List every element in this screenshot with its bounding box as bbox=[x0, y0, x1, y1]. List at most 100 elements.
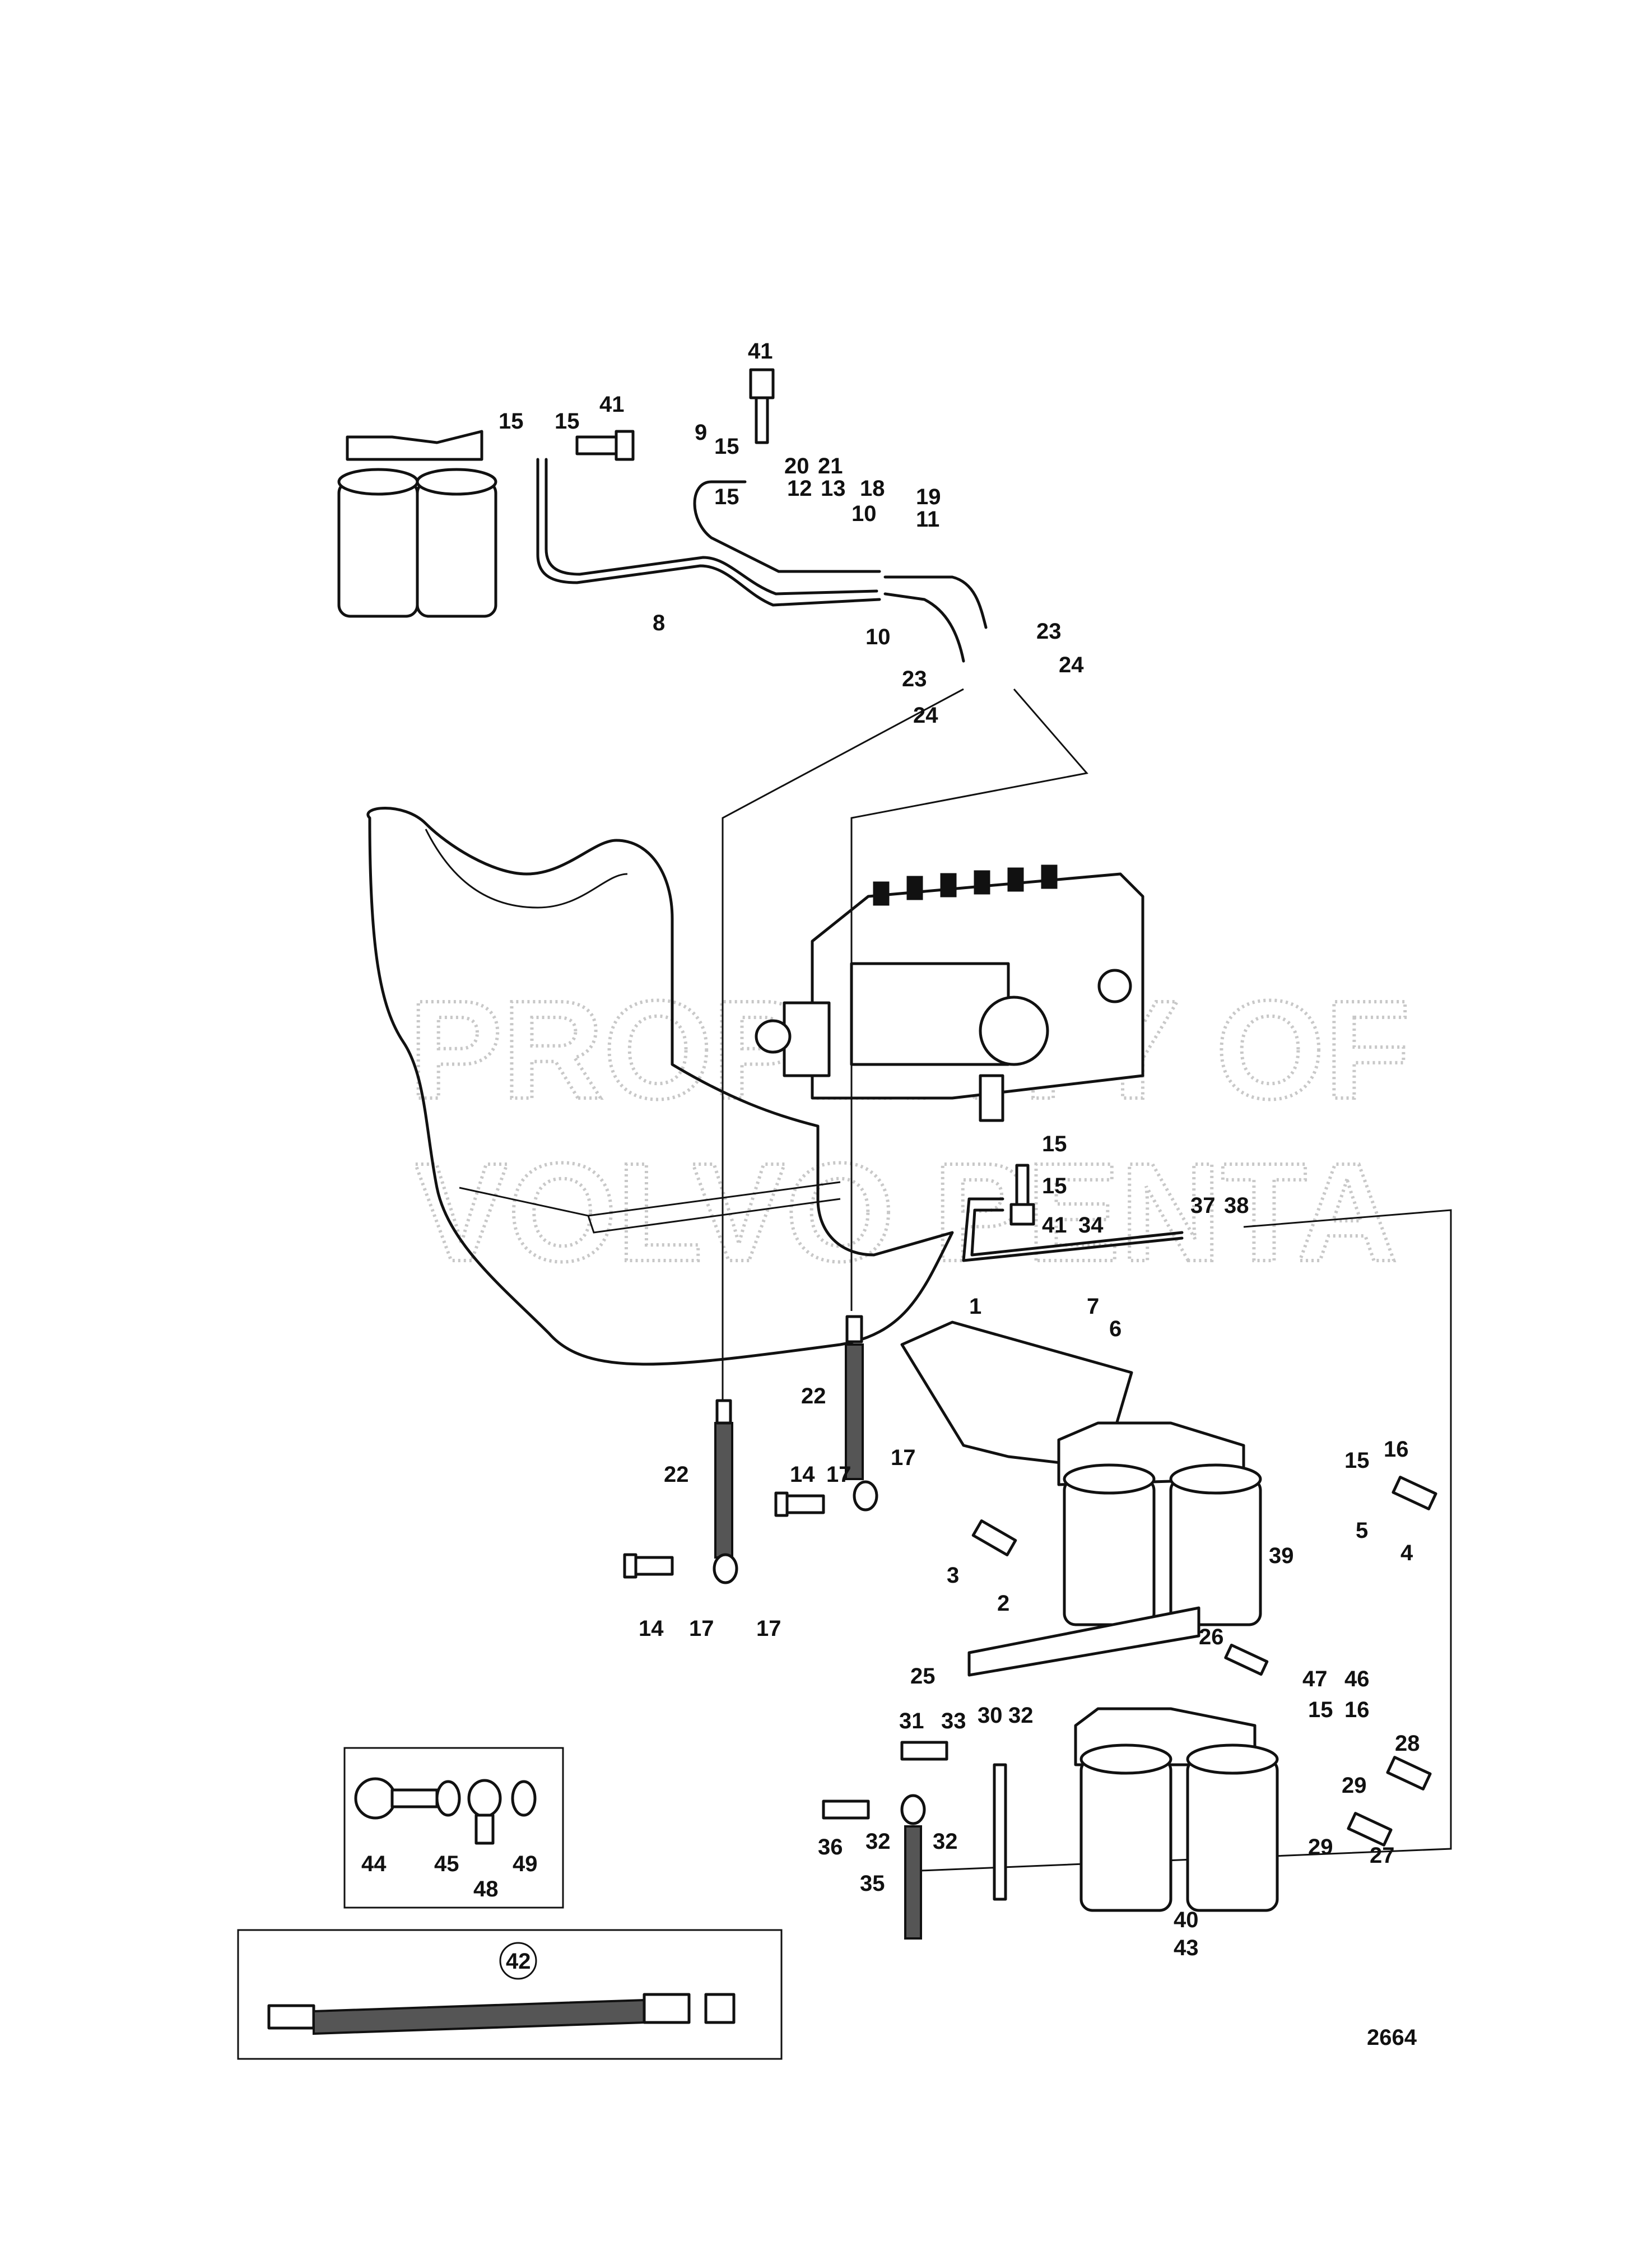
callout-41: 41 bbox=[599, 392, 625, 417]
callout-33: 33 bbox=[941, 1709, 966, 1733]
callout-47: 47 bbox=[1302, 1667, 1328, 1691]
callout-11: 11 bbox=[916, 507, 939, 532]
engine-base-line bbox=[459, 1181, 841, 1234]
bolt-27 bbox=[1347, 1812, 1393, 1847]
return-pipe-34-parallel bbox=[970, 1208, 1184, 1257]
callout-24: 24 bbox=[913, 703, 938, 728]
callout-3: 3 bbox=[947, 1563, 959, 1588]
leader-line-left bbox=[722, 688, 964, 1417]
callout-2: 2 bbox=[997, 1591, 1009, 1616]
engine-block-inner-line bbox=[425, 829, 628, 909]
callout-15: 15 bbox=[499, 409, 524, 434]
return-pipe-34 bbox=[962, 1197, 1184, 1262]
callout-29: 29 bbox=[1308, 1835, 1333, 1859]
callout-10: 10 bbox=[865, 625, 891, 649]
callout-16: 16 bbox=[1384, 1437, 1409, 1462]
callout-18: 18 bbox=[860, 476, 885, 501]
banjo-bolt-14-lower bbox=[623, 1553, 674, 1579]
callout-labels: 41 15 15 41 9 15 15 20 21 12 13 18 10 19… bbox=[361, 339, 1420, 2050]
callout-15: 15 bbox=[1042, 1132, 1067, 1156]
callout-16: 16 bbox=[1344, 1698, 1370, 1722]
banjo-bolt-14-upper bbox=[774, 1491, 825, 1517]
callout-17: 17 bbox=[689, 1616, 714, 1641]
callout-22: 22 bbox=[801, 1384, 826, 1408]
callout-6: 6 bbox=[1109, 1317, 1122, 1341]
callout-43: 43 bbox=[1174, 1936, 1199, 1960]
hose-22-mid bbox=[845, 1315, 878, 1512]
fuel-pipe-8 bbox=[536, 458, 881, 607]
callout-32: 32 bbox=[1008, 1703, 1034, 1728]
callout-13: 13 bbox=[821, 476, 846, 501]
callout-34: 34 bbox=[1078, 1213, 1104, 1238]
inset-box-banjo-kit bbox=[343, 1747, 564, 1909]
callout-21: 21 bbox=[818, 454, 843, 478]
callout-27: 27 bbox=[1370, 1843, 1395, 1868]
callout-26: 26 bbox=[1199, 1625, 1224, 1649]
callout-4: 4 bbox=[1400, 1541, 1413, 1565]
bolt-41-bottom bbox=[1009, 1164, 1035, 1226]
callout-46: 46 bbox=[1344, 1667, 1370, 1691]
callout-23: 23 bbox=[1036, 619, 1062, 644]
lower-fuel-filter bbox=[967, 1606, 1279, 1912]
bolt-2 bbox=[971, 1519, 1017, 1556]
callout-15: 15 bbox=[1042, 1174, 1067, 1198]
bolt-41-top bbox=[749, 368, 775, 444]
callout-14: 14 bbox=[639, 1616, 664, 1641]
callout-19: 19 bbox=[916, 485, 941, 509]
callout-32: 32 bbox=[933, 1829, 958, 1854]
callout-44: 44 bbox=[361, 1852, 387, 1876]
bolt-36 bbox=[822, 1799, 870, 1820]
fuel-pipe-9 bbox=[693, 480, 881, 573]
callout-17: 17 bbox=[756, 1616, 781, 1641]
upper-fuel-filter bbox=[337, 430, 497, 618]
bolt-41-left bbox=[575, 430, 635, 461]
callout-17: 17 bbox=[826, 1462, 851, 1487]
pump-injector-nipples bbox=[873, 864, 1058, 906]
callout-25: 25 bbox=[910, 1664, 936, 1689]
callout-39: 39 bbox=[1269, 1543, 1294, 1568]
callout-8: 8 bbox=[653, 611, 665, 635]
callout-41: 41 bbox=[1042, 1213, 1067, 1238]
callout-15: 15 bbox=[1344, 1448, 1370, 1473]
drawing-number: 2664 bbox=[1367, 2025, 1417, 2050]
callout-30: 30 bbox=[978, 1703, 1003, 1728]
fuel-pipe-8-parallel bbox=[545, 458, 878, 596]
callout-15: 15 bbox=[555, 409, 580, 434]
inset-box-hose-42 bbox=[237, 1929, 783, 2060]
callout-22: 22 bbox=[664, 1462, 689, 1487]
callout-24: 24 bbox=[1059, 653, 1084, 677]
leader-line-right bbox=[907, 1209, 1452, 1872]
callout-10: 10 bbox=[851, 501, 877, 526]
inset-label-42: 42 bbox=[506, 1949, 531, 1974]
callout-48: 48 bbox=[473, 1877, 499, 1901]
callout-1: 1 bbox=[969, 1294, 981, 1319]
callout-7: 7 bbox=[1087, 1294, 1099, 1319]
callout-45: 45 bbox=[434, 1852, 459, 1876]
callout-15: 15 bbox=[714, 434, 739, 459]
callout-36: 36 bbox=[818, 1835, 843, 1859]
callout-40: 40 bbox=[1174, 1908, 1199, 1932]
callout-29: 29 bbox=[1342, 1773, 1367, 1798]
fuel-pipe-10 bbox=[883, 575, 988, 663]
middle-fuel-filter bbox=[1057, 1421, 1262, 1626]
callout-9: 9 bbox=[695, 420, 707, 445]
callout-28: 28 bbox=[1395, 1731, 1420, 1756]
callout-49: 49 bbox=[513, 1852, 538, 1876]
callout-15: 15 bbox=[714, 485, 739, 509]
hose-22-left bbox=[713, 1399, 738, 1584]
hose-35 bbox=[900, 1794, 926, 1940]
callout-14: 14 bbox=[790, 1462, 815, 1487]
callout-37: 37 bbox=[1190, 1193, 1216, 1218]
bolt-4 bbox=[1392, 1476, 1437, 1510]
callout-41: 41 bbox=[748, 339, 773, 364]
callout-15: 15 bbox=[1308, 1698, 1333, 1722]
bolt-28 bbox=[1386, 1756, 1432, 1791]
engine-block-outline bbox=[366, 807, 954, 1366]
callout-23: 23 bbox=[902, 667, 927, 691]
callout-5: 5 bbox=[1356, 1518, 1368, 1543]
callout-12: 12 bbox=[787, 476, 812, 501]
callout-35: 35 bbox=[860, 1871, 885, 1896]
callout-17: 17 bbox=[891, 1445, 916, 1470]
leader-line-mid bbox=[850, 689, 1088, 1311]
